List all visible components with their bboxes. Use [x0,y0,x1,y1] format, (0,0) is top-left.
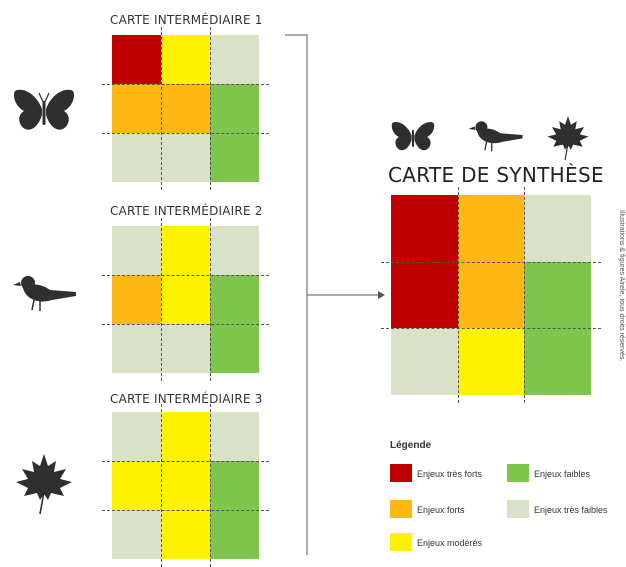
grid-line [102,510,269,511]
grid-cell [457,261,525,329]
connector-arrow [285,34,385,555]
grid-cell [210,226,259,275]
map-title-3: CARTE INTERMÉDIAIRE 3 [110,392,263,406]
synthesis-bird-icon [466,116,526,154]
grid-line [102,275,269,276]
grid-line [210,404,211,567]
grid-cell [112,412,161,461]
grid-cell [112,275,161,324]
synthesis-map [381,187,601,403]
legend-swatch-forts [390,500,412,518]
grid-cell [161,324,210,373]
grid-cell [524,195,591,262]
legend-swatch-tres-faibles [507,500,529,518]
grid-cell [210,510,259,559]
grid-cell [161,35,210,84]
synthesis-title: CARTE DE SYNTHÈSE [388,163,604,187]
grid-cell [161,226,210,275]
grid-line [161,218,162,381]
grid-cell [210,35,259,84]
grid-cell [112,226,161,275]
grid-cell [161,510,210,559]
grid-cell [210,275,259,324]
grid-cell [112,84,161,133]
grid-line [102,133,269,134]
grid-cell [524,328,591,395]
grid-line [102,461,269,462]
grid-cell [112,133,161,182]
grid-cell [210,133,259,182]
map-title-1: CARTE INTERMÉDIAIRE 1 [110,13,263,27]
grid-cell [112,324,161,373]
legend-swatch-tres-forts [390,464,412,482]
grid-cell [391,261,458,329]
grid-line [210,27,211,190]
grid-line [524,187,526,403]
legend-label-tres-faibles: Enjeux très faibles [534,505,608,515]
map-title-2: CARTE INTERMÉDIAIRE 2 [110,204,263,218]
grid-cell [391,195,458,262]
butterfly-icon [12,87,76,135]
grid-cell [161,275,210,324]
legend-label-tres-forts: Enjeux très forts [417,469,483,479]
intermediate-map-1 [102,27,269,190]
legend-swatch-faibles [507,464,529,482]
legend-label-forts: Enjeux forts [417,505,465,515]
legend-title: Légende [390,440,432,451]
synthesis-butterfly-icon [390,120,436,154]
intermediate-map-3 [102,404,269,567]
grid-cell [112,461,161,510]
grid-line [457,187,459,403]
grid-cell [210,412,259,461]
legend-label-moderes: Enjeux modérés [417,538,483,548]
grid-cell [161,133,210,182]
credit-text: Illustrations & figures Airele, tous dro… [618,210,625,362]
grid-line [381,261,601,263]
grid-cell [112,510,161,559]
grid-cell [161,461,210,510]
grid-line [210,218,211,381]
grid-line [161,27,162,190]
grid-cell [210,461,259,510]
grid-cell [391,328,458,395]
grid-cell [161,84,210,133]
grid-cell [210,324,259,373]
legend-swatch-moderes [390,533,412,551]
grid-cell [161,412,210,461]
grid-cell [112,35,161,84]
grid-cell [210,84,259,133]
grid-cell [457,195,525,262]
grid-line [381,328,601,330]
synthesis-maple-leaf-icon [546,114,590,162]
grid-cell [457,328,525,395]
grid-line [102,84,269,85]
grid-line [102,324,269,325]
legend-label-faibles: Enjeux faibles [534,469,591,479]
maple-leaf-icon [14,452,74,516]
grid-cell [524,261,591,329]
grid-line [161,404,162,567]
bird-icon [10,270,80,314]
intermediate-map-2 [102,218,269,381]
